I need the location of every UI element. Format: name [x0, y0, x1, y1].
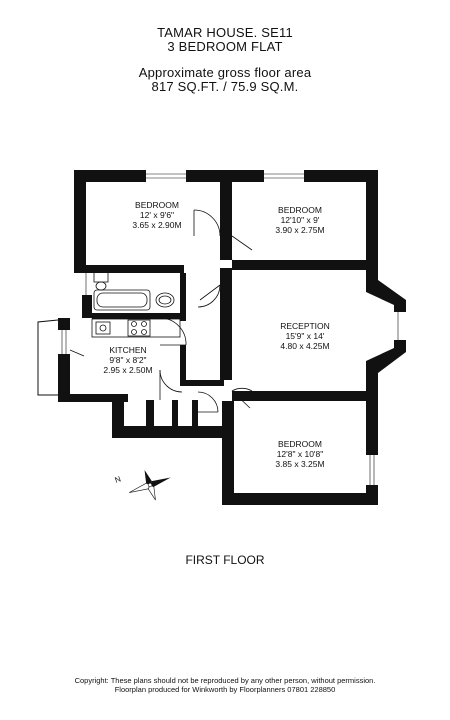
room-reception-name: RECEPTION: [280, 321, 330, 331]
balcony: [37, 319, 59, 396]
property-subtitle: 3 BEDROOM FLAT: [167, 39, 283, 54]
room-bedroom3-name: BEDROOM: [278, 439, 322, 449]
room-bedroom2-name: BEDROOM: [278, 205, 322, 215]
area-value: 817 SQ.FT. / 75.9 SQ.M.: [151, 79, 299, 94]
room-bedroom1-metric: 3.65 x 2.90M: [132, 220, 181, 230]
doors: [69, 209, 253, 413]
room-kitchen-metric: 2.95 x 2.50M: [103, 365, 152, 375]
compass-north-label: N: [114, 474, 123, 485]
room-bedroom2-dims: 12'10" x 9': [281, 215, 320, 225]
kitchen-fixtures: [91, 318, 181, 338]
room-bedroom1-name: BEDROOM: [135, 200, 179, 210]
walls: [58, 170, 406, 505]
room-kitchen-name: KITCHEN: [109, 345, 146, 355]
room-bedroom3-dims: 12'8" x 10'8": [277, 449, 324, 459]
property-title: TAMAR HOUSE. SE11: [157, 25, 293, 40]
floor-label: FIRST FLOOR: [185, 553, 265, 567]
bathroom-fixtures: [93, 269, 175, 311]
windows: [58, 170, 406, 485]
room-bedroom3-metric: 3.85 x 3.25M: [275, 459, 324, 469]
room-bedroom2-metric: 3.90 x 2.75M: [275, 225, 324, 235]
room-reception-dims: 15'9" x 14': [286, 331, 325, 341]
area-label: Approximate gross floor area: [138, 65, 312, 80]
room-labels: BEDROOM 12' x 9'6" 3.65 x 2.90M BEDROOM …: [103, 200, 329, 469]
room-bedroom1-dims: 12' x 9'6": [140, 210, 174, 220]
room-kitchen-dims: 9'8" x 8'2": [109, 355, 146, 365]
copyright-notice: Copyright: These plans should not be rep…: [74, 676, 376, 685]
room-reception-metric: 4.80 x 4.25M: [280, 341, 329, 351]
compass-icon: [129, 469, 171, 501]
producer-credit: Floorplan produced for Winkworth by Floo…: [114, 685, 336, 694]
